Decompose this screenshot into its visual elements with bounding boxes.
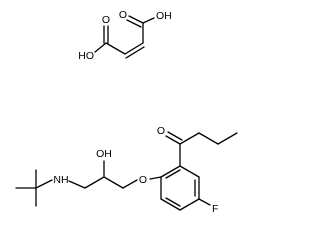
bond-left-c-oh	[94, 42, 107, 53]
ketone-oxygen-label: O	[157, 125, 165, 137]
ring-bond-5	[160, 198, 181, 211]
ether-oxygen-label: O	[139, 174, 147, 186]
amine-label: NH	[53, 174, 68, 186]
maleic-left-hydroxyl-label: HO	[78, 50, 94, 62]
bond-propyl-2	[198, 132, 219, 145]
bond-propyl-1	[179, 132, 200, 145]
bond-ch-to-ch2-ether	[103, 176, 124, 189]
bond-n-to-ch2	[68, 180, 86, 189]
ring-bond-1	[160, 165, 181, 178]
maleic-acid-molecule: HO O O OH	[78, 9, 172, 62]
bond-ether-o-to-ring	[149, 176, 162, 180]
ring-bond-4	[179, 198, 200, 211]
ring-inner-double-3	[165, 197, 181, 207]
bond-alkene-1	[124, 42, 144, 55]
bond-left-c-c1	[105, 42, 126, 55]
bond-right-c-o-double-2	[126, 19, 142, 28]
bond-ch2-to-choh	[84, 176, 105, 189]
bond-carbonyl-double-1	[165, 135, 181, 145]
bond-ch2-to-ether-o	[122, 179, 138, 189]
maleic-left-carbonyl-o-label: O	[102, 14, 110, 26]
secondary-hydroxyl-label: OH	[96, 148, 112, 160]
fluorine-label: F	[212, 203, 218, 215]
ring-bond-2	[179, 165, 200, 178]
chemical-structure-diagram: HO O O OH	[15, 9, 238, 215]
bond-right-c-o-double-1	[128, 15, 144, 24]
bond-carbonyl-double-2	[167, 131, 183, 141]
bond-ring-to-fluorine	[198, 198, 211, 206]
butyrophenone-ether-molecule: NH OH O O F	[15, 125, 238, 215]
ring-inner-double-1	[165, 169, 181, 179]
maleic-right-hydroxyl-label: OH	[156, 10, 172, 22]
maleic-right-carbonyl-o-label: O	[119, 9, 127, 21]
bond-tbu-to-n	[35, 179, 53, 189]
bond-propyl-3	[217, 132, 238, 145]
bond-alkene-2	[125, 46, 145, 59]
bond-right-c-oh	[142, 17, 155, 24]
